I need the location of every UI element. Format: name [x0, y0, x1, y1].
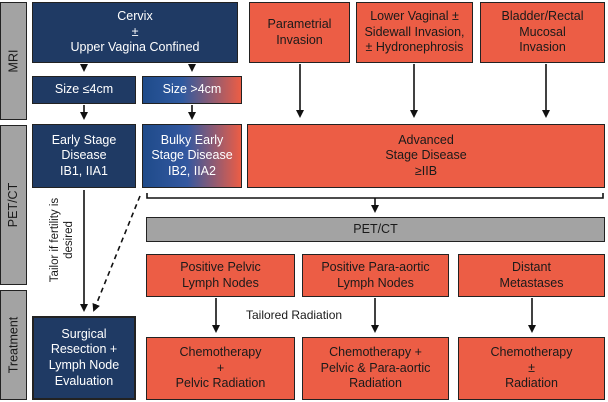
advanced-stage-box: Advanced Stage Disease ≥IIB — [247, 124, 605, 188]
fertility-note: Tailor if fertility is desired — [49, 197, 76, 283]
size-small-box: Size ≤4cm — [32, 76, 136, 104]
bracket-to-petct — [146, 193, 604, 199]
chemo-paraaortic-box: Chemotherapy + Pelvic & Para-aortic Radi… — [302, 337, 449, 400]
section-treatment: Treatment — [0, 290, 27, 400]
petct-bar: PET/CT — [146, 217, 605, 242]
chemo-pelvic-box: Chemotherapy + Pelvic Radiation — [146, 337, 295, 400]
section-treatment-label: Treatment — [6, 316, 21, 374]
bladder-rectal-invasion-box: Bladder/Rectal Mucosal Invasion — [480, 2, 605, 63]
cervix-confined-box: Cervix ± Upper Vagina Confined — [32, 2, 238, 63]
lower-vaginal-invasion-box: Lower Vaginal ± Sidewall Invasion, ± Hyd… — [356, 2, 473, 63]
pelvic-nodes-box: Positive Pelvic Lymph Nodes — [146, 254, 295, 297]
bulky-stage-box: Bulky Early Stage Disease IB2, IIA2 — [142, 124, 242, 188]
tailored-radiation-label: Tailored Radiation — [246, 308, 343, 322]
surgical-resection-box: Surgical Resection + Lymph Node Evaluati… — [32, 316, 136, 400]
section-mri-label: MRI — [6, 49, 21, 73]
arrow-bulky-surgery-dashed — [92, 195, 141, 312]
section-petct-label: PET/CT — [6, 182, 21, 228]
section-petct: PET/CT — [0, 125, 27, 285]
parametrial-invasion-box: Parametrial Invasion — [249, 2, 350, 63]
section-mri: MRI — [0, 2, 27, 120]
paraaortic-nodes-box: Positive Para-aortic Lymph Nodes — [302, 254, 449, 297]
early-stage-box: Early Stage Disease IB1, IIA1 — [32, 124, 136, 188]
size-large-box: Size >4cm — [142, 76, 242, 104]
chemo-distant-box: Chemotherapy ± Radiation — [458, 337, 605, 400]
distant-metastases-box: Distant Metastases — [458, 254, 605, 297]
